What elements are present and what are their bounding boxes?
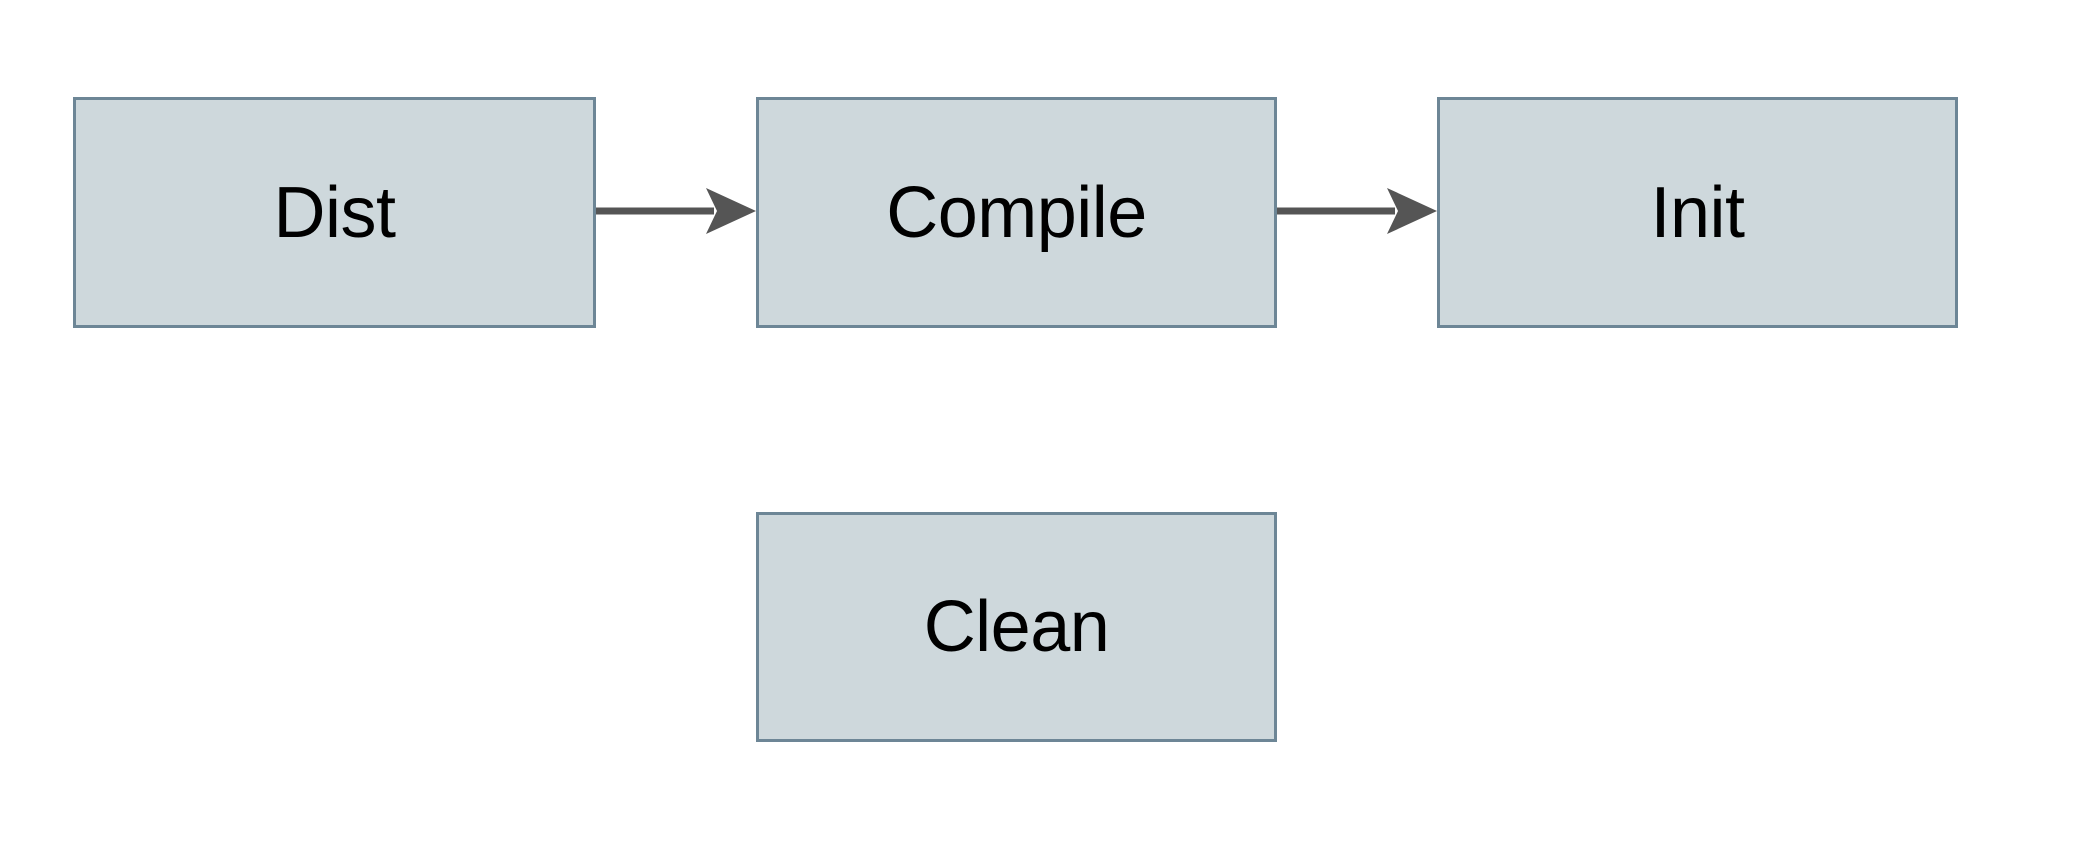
- node-dist-label: Dist: [273, 172, 397, 253]
- node-compile[interactable]: Compile: [756, 97, 1277, 328]
- node-init-label: Init: [1650, 172, 1745, 253]
- node-clean-label: Clean: [923, 587, 1110, 667]
- node-init[interactable]: Init: [1437, 97, 1958, 328]
- edge-dist-to-compile: [596, 188, 756, 234]
- arrowhead-icon: [1387, 188, 1437, 234]
- node-dist[interactable]: Dist: [73, 97, 596, 328]
- edge-compile-to-init: [1277, 188, 1437, 234]
- arrowhead-icon: [706, 188, 756, 234]
- node-clean[interactable]: Clean: [756, 512, 1277, 742]
- node-compile-label: Compile: [886, 172, 1147, 253]
